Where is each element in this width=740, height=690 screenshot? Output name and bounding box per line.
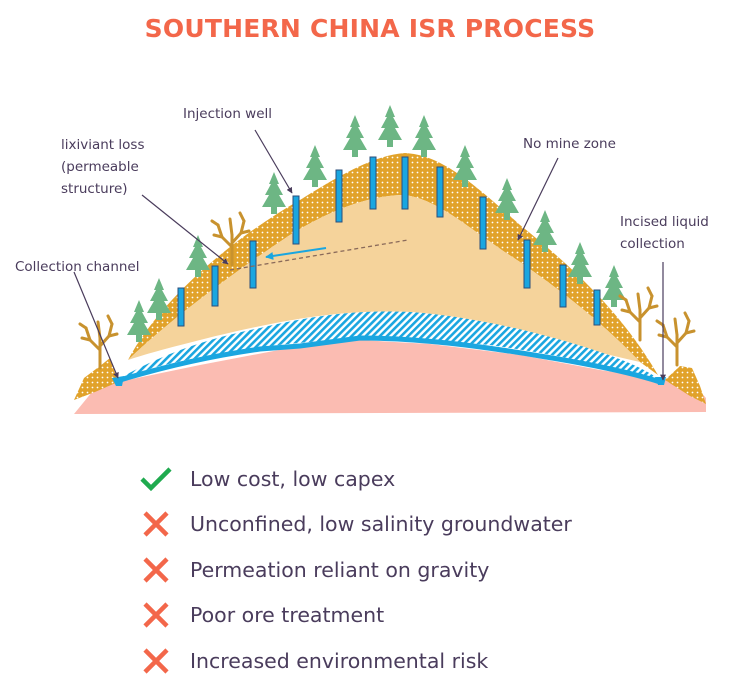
list-item-text: Increased environmental risk <box>190 648 489 673</box>
lixiviant-flow-arrow <box>265 247 327 260</box>
aquifer-layer <box>120 311 660 380</box>
list-item-text: Permeation reliant on gravity <box>190 557 490 582</box>
left-soil-pile <box>74 358 118 400</box>
list-item: Unconfined, low salinity groundwater <box>138 502 572 548</box>
permeable-topsoil-band <box>128 153 658 375</box>
list-item: Permeation reliant on gravity <box>138 547 572 593</box>
no-mine-zone-pointer <box>517 157 559 241</box>
list-item-text: Low cost, low capex <box>190 466 396 491</box>
ore-body-layer <box>128 195 640 362</box>
bedrock-layer <box>74 340 706 414</box>
injection-well-pointer <box>254 129 293 194</box>
label-no-mine-zone: No mine zone <box>523 136 616 152</box>
water-table-line <box>119 335 661 385</box>
label-incised-2: collection <box>620 236 685 252</box>
label-collection-channel: Collection channel <box>15 259 140 275</box>
cross-icon <box>138 600 174 630</box>
label-lixiviant-loss-1: lixiviant loss <box>61 137 145 153</box>
check-icon <box>138 464 174 494</box>
list-item-text: Unconfined, low salinity groundwater <box>190 512 572 537</box>
injection-wells <box>177 156 601 327</box>
diagram-title: SOUTHERN CHINA ISR PROCESS <box>144 14 596 43</box>
pros-cons-list: Low cost, low capex Unconfined, low sali… <box>138 456 572 684</box>
label-lixiviant-loss-2: (permeable <box>61 159 139 175</box>
label-incised-1: Incised liquid <box>620 214 709 230</box>
cross-icon <box>138 646 174 676</box>
list-item: Poor ore treatment <box>138 593 572 639</box>
label-lixiviant-loss-3: structure) <box>61 181 128 197</box>
lixiviant-loss-pointer <box>141 194 229 265</box>
list-item-text: Poor ore treatment <box>190 603 385 628</box>
cross-icon <box>138 555 174 585</box>
cross-icon <box>138 509 174 539</box>
label-injection-well: Injection well <box>183 106 273 122</box>
list-item: Low cost, low capex <box>138 456 572 502</box>
right-soil-pile <box>665 366 706 404</box>
list-item: Increased environmental risk <box>138 638 572 684</box>
isr-cross-section <box>73 105 706 414</box>
lixiviant-flow-line <box>229 239 409 271</box>
collection-channel-pointer <box>73 271 119 379</box>
